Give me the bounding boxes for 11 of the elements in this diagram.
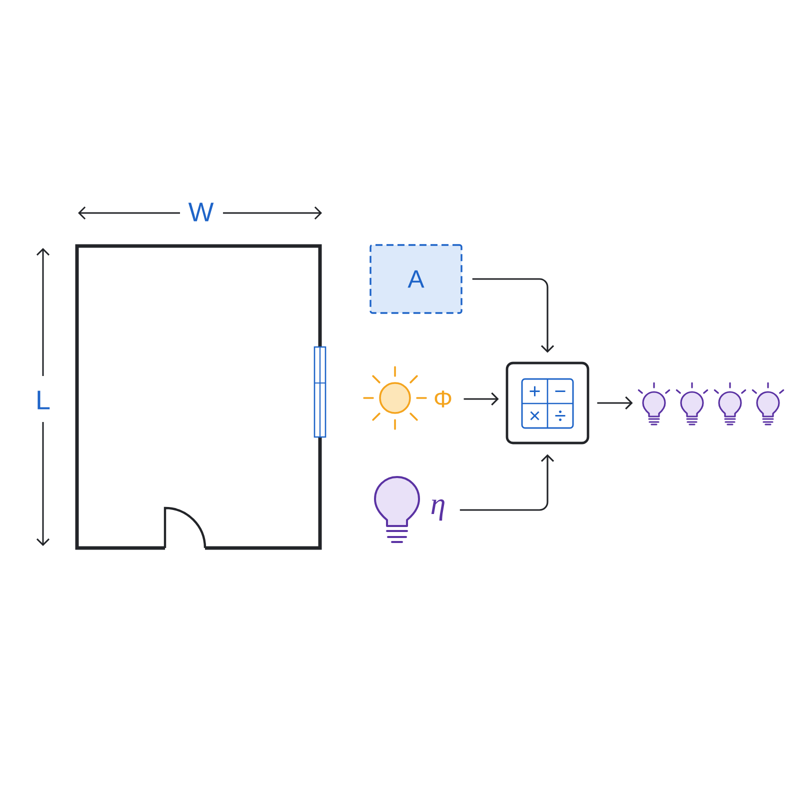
- arrow: [472, 278, 554, 353]
- lightbulb-row: [638, 382, 784, 426]
- symbol-label: Φ: [434, 390, 452, 408]
- arrow: [460, 454, 554, 511]
- symbol-label: η: [431, 499, 444, 521]
- dimension-label: W: [188, 202, 214, 222]
- arrow: [464, 392, 499, 406]
- dimension-label: L: [38, 390, 50, 410]
- process-box: [506, 362, 590, 444]
- dashed-box: A: [370, 244, 462, 314]
- arrow: [597, 396, 633, 410]
